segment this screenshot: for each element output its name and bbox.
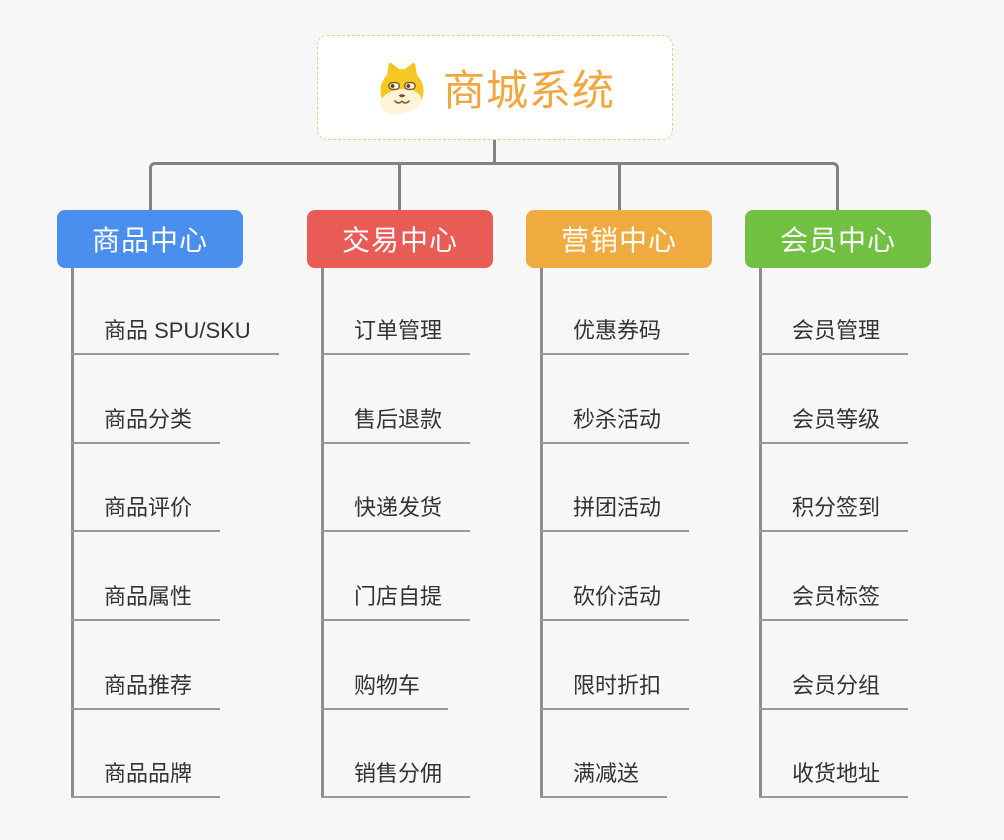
leaf-node[interactable]: 销售分佣 [321, 758, 471, 798]
leaf-node[interactable]: 秒杀活动 [540, 404, 690, 444]
branch-trade-center: 交易中心 订单管理 售后退款 快递发货 门店自提 购物车 销售分佣 [307, 210, 567, 798]
leaf-node[interactable]: 订单管理 [321, 315, 471, 355]
branch-spine [759, 268, 762, 798]
leaf-node[interactable]: 商品 SPU/SKU [71, 315, 279, 355]
branch-marketing-center: 营销中心 优惠券码 秒杀活动 拼团活动 砍价活动 限时折扣 满减送 [526, 210, 786, 798]
leaf-node[interactable]: 商品品牌 [71, 758, 221, 798]
connector-rail [149, 162, 839, 210]
leaf-node[interactable]: 购物车 [321, 670, 449, 710]
root-title: 商城系统 [442, 67, 615, 114]
leaf-node[interactable]: 商品属性 [71, 581, 221, 621]
leaf-node[interactable]: 会员等级 [759, 404, 909, 444]
leaf-node[interactable]: 商品评价 [71, 492, 221, 532]
leaf-node[interactable]: 商品推荐 [71, 670, 221, 710]
leaf-node[interactable]: 砍价活动 [540, 581, 690, 621]
leaf-node[interactable]: 会员标签 [759, 581, 909, 621]
leaf-node[interactable]: 限时折扣 [540, 670, 690, 710]
connector-drop-trade [398, 164, 401, 210]
leaf-node[interactable]: 收货地址 [759, 758, 909, 798]
leaf-node[interactable]: 门店自提 [321, 581, 471, 621]
leaf-node[interactable]: 商品分类 [71, 404, 221, 444]
branch-spine [71, 268, 74, 798]
root-node[interactable]: 商城系统 [317, 35, 673, 140]
leaf-node[interactable]: 售后退款 [321, 404, 471, 444]
branch-spine [540, 268, 543, 798]
connector-root-stem [493, 139, 496, 165]
leaf-node[interactable]: 积分签到 [759, 492, 909, 532]
dog-face-icon [380, 62, 424, 114]
branch-node-trade-center[interactable]: 交易中心 [307, 210, 493, 268]
branch-node-member-center[interactable]: 会员中心 [745, 210, 931, 268]
leaf-node[interactable]: 满减送 [540, 758, 668, 798]
leaf-node[interactable]: 拼团活动 [540, 492, 690, 532]
branch-member-center: 会员中心 会员管理 会员等级 积分签到 会员标签 会员分组 收货地址 [745, 210, 1004, 798]
leaf-node[interactable]: 会员分组 [759, 670, 909, 710]
leaf-node[interactable]: 会员管理 [759, 315, 909, 355]
connector-drop-marketing [618, 164, 621, 210]
branch-spine [321, 268, 324, 798]
branch-node-product-center[interactable]: 商品中心 [57, 210, 243, 268]
leaf-node[interactable]: 优惠券码 [540, 315, 690, 355]
branch-product-center: 商品中心 商品 SPU/SKU 商品分类 商品评价 商品属性 商品推荐 商品品牌 [57, 210, 317, 798]
leaf-node[interactable]: 快递发货 [321, 492, 471, 532]
branch-node-marketing-center[interactable]: 营销中心 [526, 210, 712, 268]
